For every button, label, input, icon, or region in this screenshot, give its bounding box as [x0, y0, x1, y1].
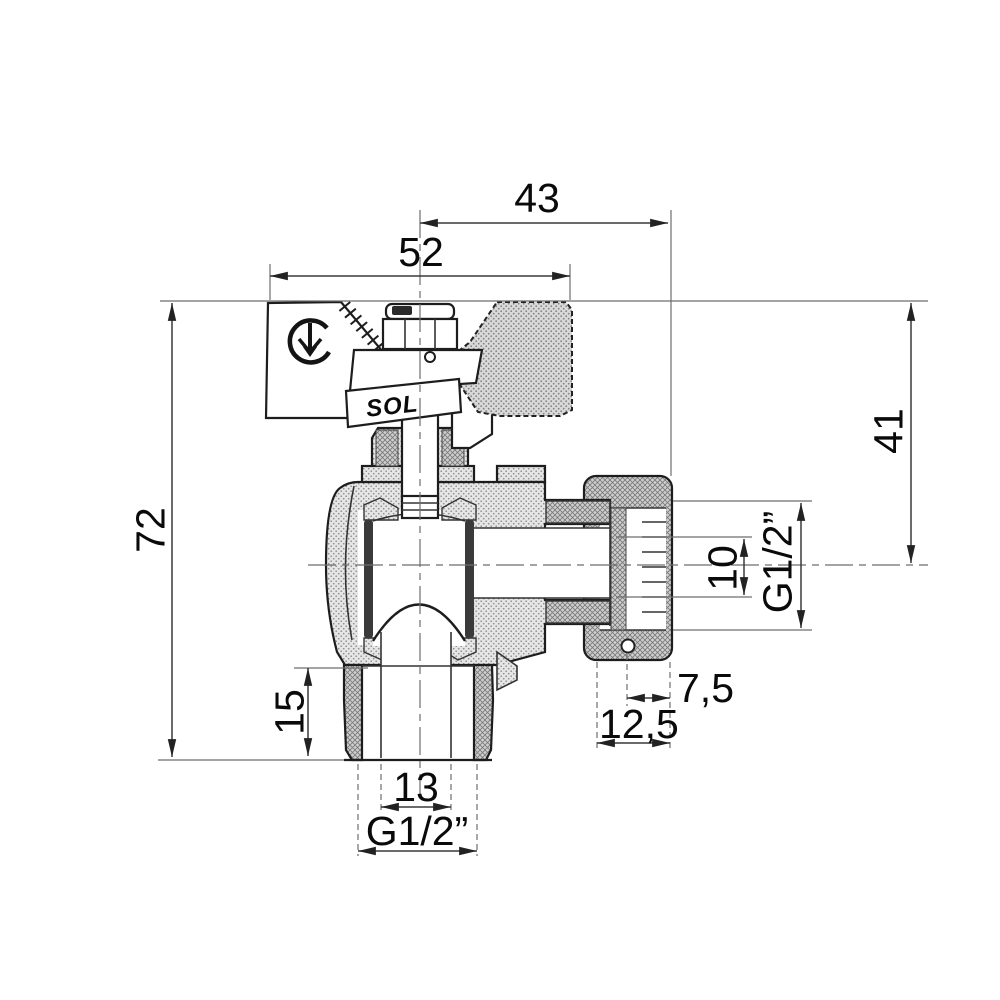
ball-bore-fill: [381, 640, 451, 667]
brand-plate: [344, 377, 463, 429]
stem-cap-detail: [392, 306, 412, 315]
end-cap-joint-line: [344, 485, 355, 641]
ball-seat-left: [364, 520, 373, 638]
dim-label-15: 15: [266, 689, 312, 735]
hex-nut-facets: [404, 319, 436, 349]
port-wall-left: [342, 663, 364, 762]
outlet-bore-walls: [474, 527, 610, 599]
extension-lines: [158, 210, 928, 856]
ball-assembly: [363, 497, 477, 667]
bottom-port: [342, 632, 518, 762]
dim-label-41: 41: [865, 408, 911, 454]
body-shoulder: [495, 464, 547, 484]
dim-label-10: 10: [699, 545, 745, 591]
dim-label-13: 13: [393, 764, 439, 810]
ball-dome-arc: [371, 603, 467, 642]
dim-label-12-5: 12,5: [599, 701, 679, 747]
certification-logo-icon: [287, 318, 331, 365]
outlet-bore: [474, 528, 610, 598]
dim-label-43: 43: [514, 175, 560, 221]
butterfly-handle: SOL: [264, 300, 573, 450]
dimension-labels: 43 52 72 41 G1/2” 10 7,5 12,5 15 13 G1/2…: [127, 175, 911, 854]
port-wall-right: [472, 663, 495, 762]
thread-label-side: G1/2”: [754, 511, 800, 614]
thread-engagement: [610, 507, 627, 631]
port-foot-right: [496, 650, 518, 692]
outlet-spigot: [545, 500, 666, 654]
dimension-lines: [167, 218, 916, 856]
seat-ring: [363, 497, 399, 521]
gland-packing-left: [375, 429, 399, 467]
thread-label-bottom: G1/2”: [366, 808, 469, 854]
handle-grip-hatching: [338, 301, 391, 359]
brand-label: SOL: [365, 390, 420, 422]
dim-label-72: 72: [127, 507, 173, 553]
dim-label-52: 52: [398, 229, 444, 275]
handle-wing-right: [443, 301, 573, 417]
nut-drain-hole: [620, 638, 636, 654]
ball-seat-right: [465, 520, 474, 638]
dim-label-7-5: 7,5: [677, 665, 734, 711]
stem-pin: [424, 351, 436, 363]
spigot-thread-top: [545, 500, 611, 524]
spigot-thread-bottom: [545, 600, 611, 624]
